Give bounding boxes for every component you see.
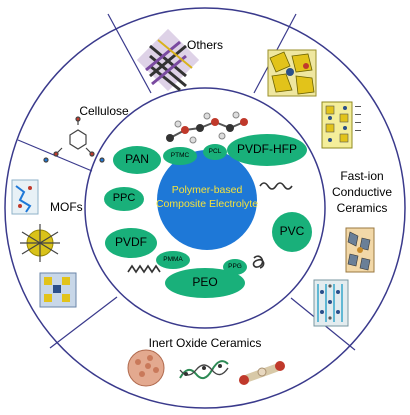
pill-pcl: [203, 144, 227, 160]
ceramic-structure-4-icon: [313, 279, 349, 327]
sector-label-mofs: MOFs: [50, 200, 83, 214]
cellulose-molecule-icon: [43, 116, 105, 163]
pill-pvc: [272, 212, 312, 252]
label-ppc: PPC: [112, 192, 136, 204]
pill-pan: [113, 146, 161, 174]
divider-mofs-inert: [49, 296, 118, 349]
label-pvc: PVC: [279, 224, 305, 238]
pill-pvdf: [105, 228, 157, 258]
pill-ptmc: [163, 147, 197, 165]
center-disc: [157, 150, 257, 250]
label-pmma: PMMA: [163, 256, 183, 263]
chain-coil: [252, 255, 265, 269]
sector-label-fast-ion: Fast-ion Conductive Ceramics: [322, 168, 402, 216]
pill-ppc: [104, 187, 144, 211]
label-pcl: PCL: [208, 148, 222, 155]
mof-structure-3-icon: [39, 272, 77, 308]
mof-structure-1-icon: [11, 179, 39, 215]
sector-label-others: Others: [186, 38, 223, 52]
label-ppg: PPG: [228, 263, 242, 270]
chain-squiggle-right: [259, 182, 293, 190]
mof-structure-2-icon: [20, 224, 60, 262]
sector-label-cellulose: Cellulose: [79, 104, 129, 118]
oxide-sphere-icon: [127, 349, 165, 387]
pill-pmma: [156, 251, 190, 269]
ceramic-structure-1-icon: [267, 49, 317, 97]
center-title-line1: Polymer-based: [171, 184, 243, 196]
label-ptmc: PTMC: [170, 152, 190, 159]
ceramic-structure-3-icon: [345, 227, 375, 273]
pill-peo: [165, 268, 245, 298]
center-title: Polymer-based Composite Electrolyte: [156, 183, 258, 211]
sector-label-fast-ion-line1: Fast-ion: [340, 169, 384, 183]
oxide-rod-icon: [239, 361, 285, 385]
molecule-illustration: [166, 111, 248, 144]
sector-label-fast-ion-line3: Ceramics: [336, 201, 388, 215]
label-pvdf: PVDF: [114, 235, 147, 249]
ceramic-structure-2-icon: [321, 101, 361, 149]
label-pan: PAN: [125, 152, 149, 166]
label-peo: PEO: [192, 275, 218, 289]
chain-zigzag-left: [127, 264, 161, 274]
sector-label-inert-oxide: Inert Oxide Ceramics: [148, 336, 262, 350]
divider-others-left: [107, 13, 152, 94]
pill-pvdf-hfp: [227, 134, 307, 166]
sector-label-fast-ion-line2: Conductive: [331, 185, 393, 199]
center-title-line2: Composite Electrolyte: [155, 198, 259, 210]
oxide-helix-icon: [179, 360, 229, 380]
pill-ppg: [223, 259, 247, 275]
label-pvdf-hfp: PVDF-HFP: [237, 142, 297, 156]
